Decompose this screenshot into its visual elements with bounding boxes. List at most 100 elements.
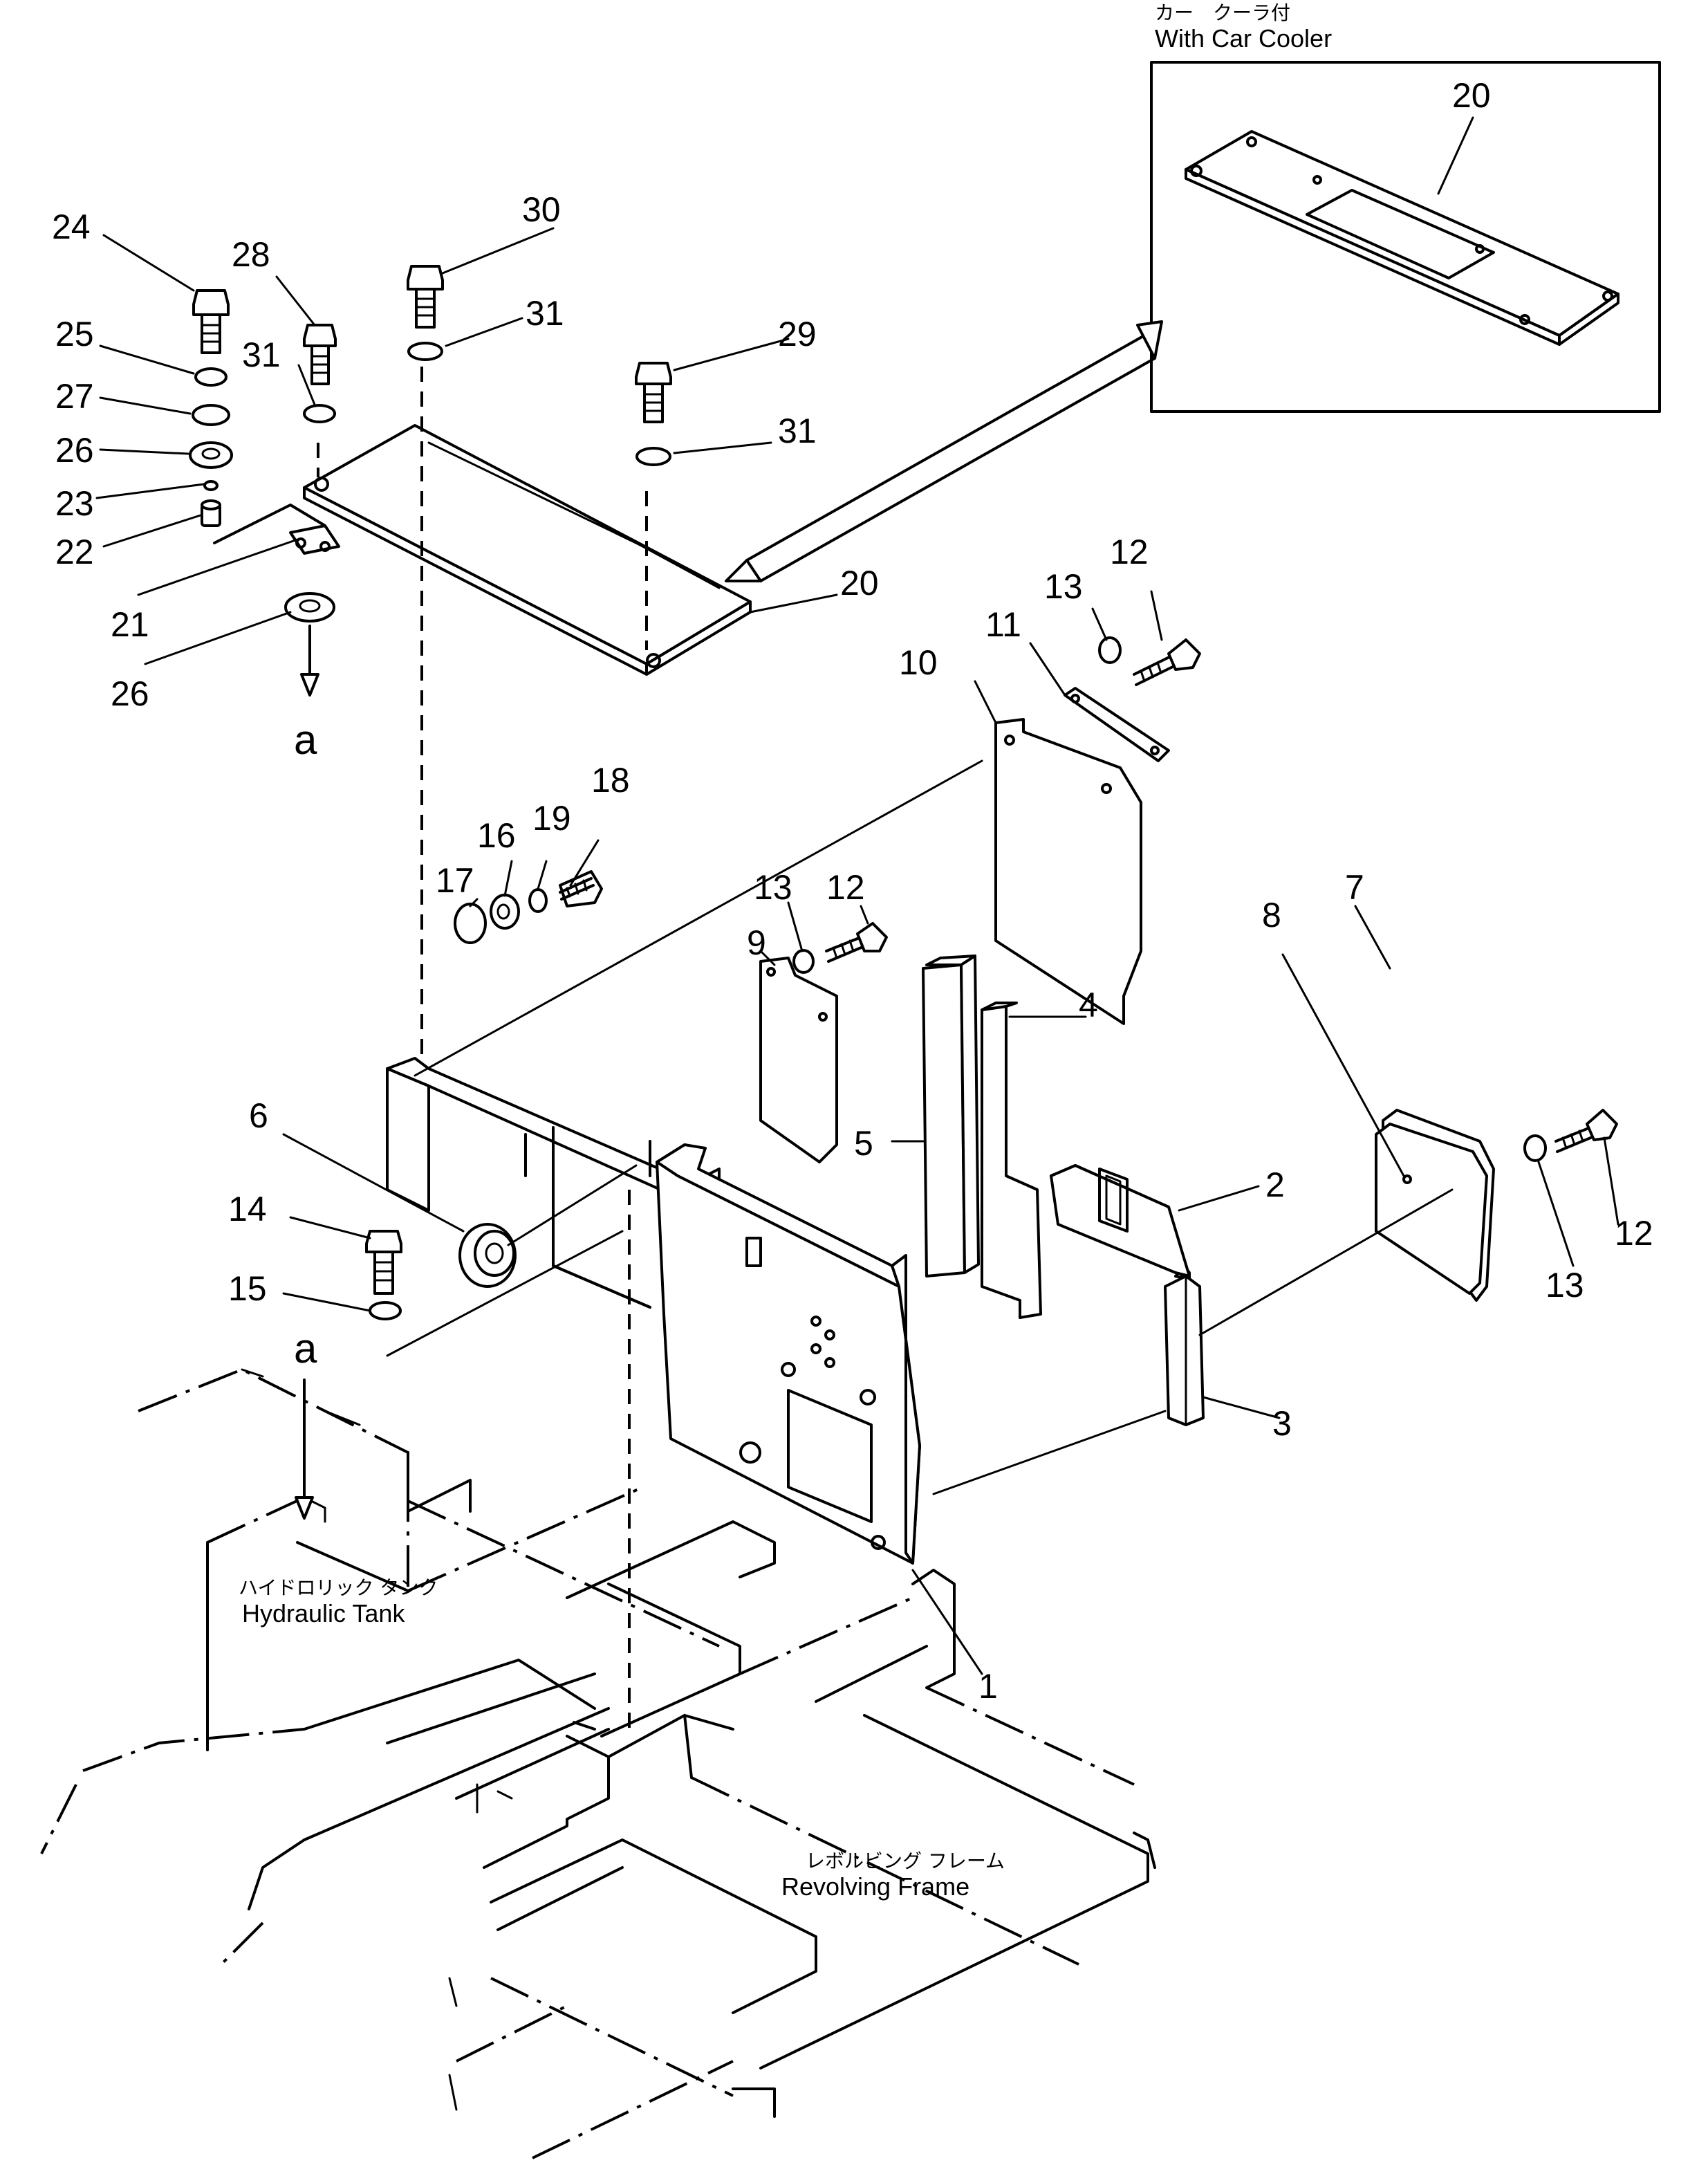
callout-16: 16 <box>477 816 516 855</box>
ref-a-top: a <box>294 717 317 763</box>
callout-13-top: 13 <box>1044 567 1083 606</box>
washer-31-top <box>407 342 443 361</box>
collar-22 <box>201 499 221 527</box>
hydraulic-tank-label-jp: ハイドロリック タンク <box>239 1576 438 1599</box>
bolt-29 <box>635 362 672 423</box>
hydraulic-tank-label-en: Hydraulic Tank <box>242 1599 405 1628</box>
plate-10-hole-a <box>1004 735 1015 746</box>
callout-leaders <box>95 227 1619 1675</box>
ref-a-bottom: a <box>294 1325 317 1372</box>
callout-7: 7 <box>1345 868 1364 907</box>
plate-10-hole-b <box>1101 783 1112 794</box>
callout-21: 21 <box>111 605 149 644</box>
callout-12-top: 12 <box>1110 533 1149 571</box>
plate-9-hole-a <box>766 967 776 977</box>
callout-5: 5 <box>854 1124 873 1163</box>
callout-15: 15 <box>228 1269 267 1308</box>
callout-30: 30 <box>522 190 561 229</box>
bolt-24 <box>192 289 230 354</box>
washer-26-bottom <box>284 592 335 623</box>
inset-leader-20 <box>1437 116 1474 195</box>
callout-22: 22 <box>55 533 94 571</box>
callout-4: 4 <box>1079 986 1098 1024</box>
bolt-30 <box>407 265 444 329</box>
inset-callout-20: 20 <box>1452 76 1491 115</box>
revolving-frame-label-jp: レボルビング フレーム <box>806 1850 1005 1872</box>
washer-31-right <box>635 447 671 466</box>
cover-plate-20 <box>303 424 752 676</box>
callout-23: 23 <box>55 484 94 523</box>
callout-13-right: 13 <box>1545 1266 1584 1304</box>
plate-11-hole-b <box>1150 746 1160 755</box>
inset-reference-arrow <box>725 320 1163 582</box>
seal-5 <box>922 955 980 1278</box>
callout-31-left: 31 <box>242 335 281 374</box>
washer-15 <box>369 1301 402 1320</box>
plate-11-hole-a <box>1070 694 1080 703</box>
callout-18: 18 <box>591 761 630 800</box>
inset-cover-plate <box>1185 130 1619 346</box>
callout-numbers: 1 2 3 4 5 6 7 8 9 10 11 12 12 12 13 13 1… <box>52 190 1653 1706</box>
revolving-frame-outline <box>40 1367 1156 2159</box>
callout-14: 14 <box>228 1190 267 1228</box>
callout-9: 9 <box>747 923 766 962</box>
bolt-28 <box>303 324 337 385</box>
callout-2: 2 <box>1265 1165 1285 1204</box>
assembly-lines <box>386 759 1454 1729</box>
washer-13-top <box>1098 636 1122 664</box>
callout-24: 24 <box>52 208 91 246</box>
callout-3: 3 <box>1272 1404 1292 1443</box>
callout-27: 27 <box>55 377 94 416</box>
cushion-6 <box>458 1223 517 1288</box>
arrowhead-a-bottom <box>295 1496 314 1520</box>
callout-29: 29 <box>778 315 817 353</box>
bolt-12-right <box>1554 1109 1618 1153</box>
plate-11 <box>1064 687 1170 762</box>
inset-title-en: With Car Cooler <box>1155 24 1332 53</box>
callout-31-top: 31 <box>526 294 564 333</box>
plate-9 <box>759 957 838 1163</box>
plate-10 <box>994 718 1142 1025</box>
callout-26-top: 26 <box>55 431 94 470</box>
inset-frame <box>1150 61 1661 413</box>
inset-car-cooler: カー クーラ付 With Car Cooler 20 <box>1150 1 1661 413</box>
washer-26-top <box>189 441 233 469</box>
callout-1: 1 <box>978 1667 998 1706</box>
washer-27 <box>192 404 230 426</box>
washer-31-left <box>303 404 336 423</box>
bolt-12-top <box>1133 638 1201 686</box>
callout-6: 6 <box>249 1096 268 1135</box>
bolt-18 <box>559 870 603 907</box>
washer-25 <box>194 367 228 387</box>
seal-3 <box>1164 1275 1205 1426</box>
washer-17 <box>454 903 487 944</box>
inset-title-jp: カー クーラ付 <box>1155 1 1290 24</box>
callout-19: 19 <box>532 799 571 838</box>
callout-13-middle: 13 <box>754 868 792 907</box>
cushion-16 <box>490 894 520 930</box>
cover-7 <box>1375 1109 1495 1302</box>
callout-28: 28 <box>232 235 270 274</box>
panel-2 <box>1050 1164 1191 1281</box>
callout-17: 17 <box>436 861 474 900</box>
callout-25: 25 <box>55 315 94 353</box>
arrowhead-a-top <box>300 673 319 697</box>
washer-13-middle <box>792 949 815 974</box>
bolt-14 <box>365 1230 402 1295</box>
plate-9-hole-b <box>818 1012 828 1022</box>
revolving-frame-label-en: Revolving Frame <box>781 1872 969 1901</box>
callout-20: 20 <box>840 564 879 602</box>
washer-19 <box>528 888 548 913</box>
callout-26-bottom: 26 <box>111 674 149 713</box>
bracket-21 <box>213 504 340 555</box>
partition-1 <box>386 1057 921 1565</box>
seal-4 <box>981 1002 1042 1319</box>
bolt-12-middle <box>825 922 888 963</box>
cover-7-plug-8 <box>1402 1174 1412 1184</box>
callout-11: 11 <box>985 605 1021 644</box>
callout-12-middle: 12 <box>826 868 865 907</box>
callout-8: 8 <box>1262 896 1281 934</box>
nut-23 <box>203 480 219 491</box>
callout-31-right: 31 <box>778 412 817 450</box>
